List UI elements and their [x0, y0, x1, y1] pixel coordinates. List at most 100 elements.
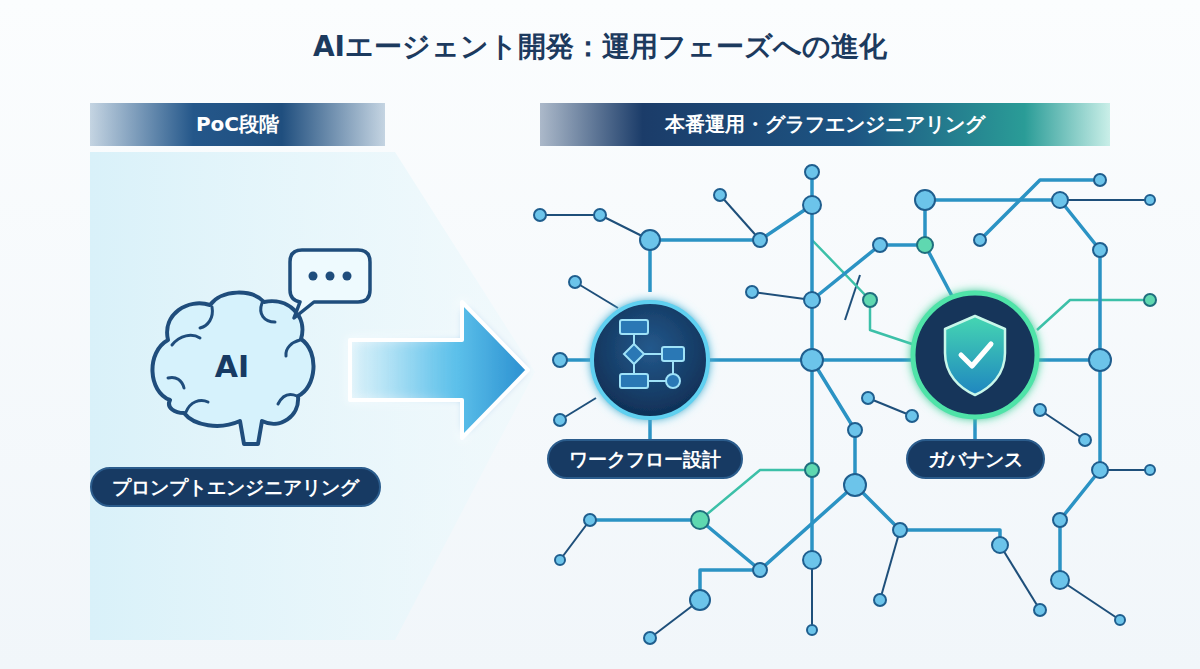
network-graph-circle — [644, 632, 656, 644]
network-graph-circle — [893, 523, 907, 537]
transition-arrow — [350, 302, 528, 438]
network-graph-path — [590, 520, 760, 570]
network-graph-circle — [805, 463, 819, 477]
network-graph-path — [1037, 300, 1150, 330]
workflow-circle-path — [633, 334, 635, 344]
poc-panel-path — [90, 152, 535, 640]
network-graph-circle — [805, 165, 819, 179]
workflow-circle-rect — [620, 374, 648, 388]
brain-icon-path — [172, 335, 200, 345]
network-graph-circle — [714, 189, 726, 201]
network-graph-circle — [862, 392, 874, 404]
workflow-circle — [592, 302, 708, 418]
network-graph-circle — [690, 590, 710, 610]
network-graph-path — [811, 560, 813, 630]
brain-icon-path — [278, 394, 297, 404]
poc-panel — [90, 152, 535, 640]
network-graph-circle — [1092, 462, 1108, 478]
network-graph-path — [650, 205, 812, 292]
network-graph-path — [880, 530, 900, 600]
network-graph-circle — [640, 230, 660, 250]
network-graph-path — [1060, 199, 1150, 201]
speech-bubble-circle — [343, 272, 352, 281]
network-graph-circle — [1051, 571, 1069, 589]
network-graph-circle — [915, 190, 935, 210]
workflow-circle-rect — [662, 347, 684, 361]
network-graph-circle — [1145, 195, 1155, 205]
label-pill: プロンプトエンジニアリング — [90, 467, 381, 508]
network-graph-circle — [555, 555, 565, 565]
workflow-circle-rect — [620, 320, 648, 334]
network-graph-circle — [753, 563, 767, 577]
governance-circle-path — [945, 316, 1005, 395]
network-graph-circle — [1093, 243, 1107, 257]
network-graph-path — [700, 485, 855, 600]
network-graph-path — [560, 520, 590, 560]
network-graph-circle — [992, 537, 1008, 553]
governance-circle-circle — [913, 293, 1037, 417]
network-graph-circle — [873, 238, 887, 252]
network-graph-circle — [1034, 604, 1046, 616]
network-graph-circle — [1079, 434, 1091, 446]
workflow-circle-path — [672, 361, 674, 374]
speech-bubble-circle — [309, 272, 318, 281]
network-graph-path — [973, 417, 977, 440]
network-graph-circle — [569, 276, 581, 288]
workflow-circle-path — [633, 364, 635, 374]
governance-circle-path — [961, 344, 991, 366]
network-graph-circle — [863, 293, 877, 307]
network-graph-circle — [803, 551, 821, 569]
brain-icon-path — [200, 307, 212, 328]
node-text: PoC段階 — [196, 111, 279, 138]
network-graph-circle — [801, 349, 823, 371]
network-graph-circle — [803, 196, 821, 214]
workflow-circle-path — [644, 353, 662, 355]
brain-icon-path — [168, 377, 184, 388]
network-graph-path — [1040, 410, 1085, 440]
governance-circle — [913, 293, 1037, 417]
brain-icon-path — [152, 293, 313, 444]
transition-arrow-path — [350, 302, 528, 438]
phase-band: PoC段階 — [90, 103, 385, 146]
network-graph-path — [720, 195, 760, 240]
network-graph-path — [575, 282, 618, 308]
network-graph-circle — [848, 423, 862, 437]
network-graph-circle — [554, 414, 566, 426]
speech-bubble — [290, 250, 370, 318]
network-graph-circle — [594, 209, 606, 221]
network-graph-circle — [1145, 465, 1155, 475]
speech-bubble-circle — [326, 272, 335, 281]
network-graph-path — [752, 292, 812, 300]
brain-icon-path — [286, 340, 300, 356]
workflow-circle-path — [648, 380, 666, 382]
network-graph-path — [868, 398, 912, 416]
network-graph-circle — [1115, 615, 1125, 625]
label-pill: ガバナンス — [906, 439, 1045, 480]
network-graph-path — [1000, 545, 1040, 610]
network-graph-path — [1060, 580, 1120, 620]
network-graph-circle — [1053, 513, 1067, 527]
node-text: ワークフロー設計 — [569, 448, 721, 470]
network-graph-circle — [906, 410, 918, 422]
network-graph-circle — [1089, 349, 1111, 371]
network-graph-circle — [1144, 294, 1156, 306]
network-graph-circle — [974, 234, 986, 246]
workflow-circle-path — [624, 344, 644, 364]
brain-icon — [152, 293, 313, 444]
network-graph-circle — [753, 233, 767, 247]
network-graph-circle — [804, 292, 820, 308]
network-graph-circle — [584, 514, 596, 526]
network-graph-circle — [534, 209, 546, 221]
node-text: 本番運用・グラフエンジニアリング — [665, 111, 985, 138]
network-graph-circle — [807, 625, 817, 635]
network-graph-circle — [691, 511, 709, 529]
network-graph-circle — [1094, 174, 1106, 186]
network-graph-circle — [1034, 404, 1046, 416]
network-graph-circle — [917, 237, 933, 253]
diagram-title: AIエージェント開発：運用フェーズへの進化 — [313, 28, 887, 66]
network-graph-circle — [844, 474, 866, 496]
network-graph-circle — [874, 594, 886, 606]
node-text: プロンプトエンジニアリング — [112, 476, 359, 498]
